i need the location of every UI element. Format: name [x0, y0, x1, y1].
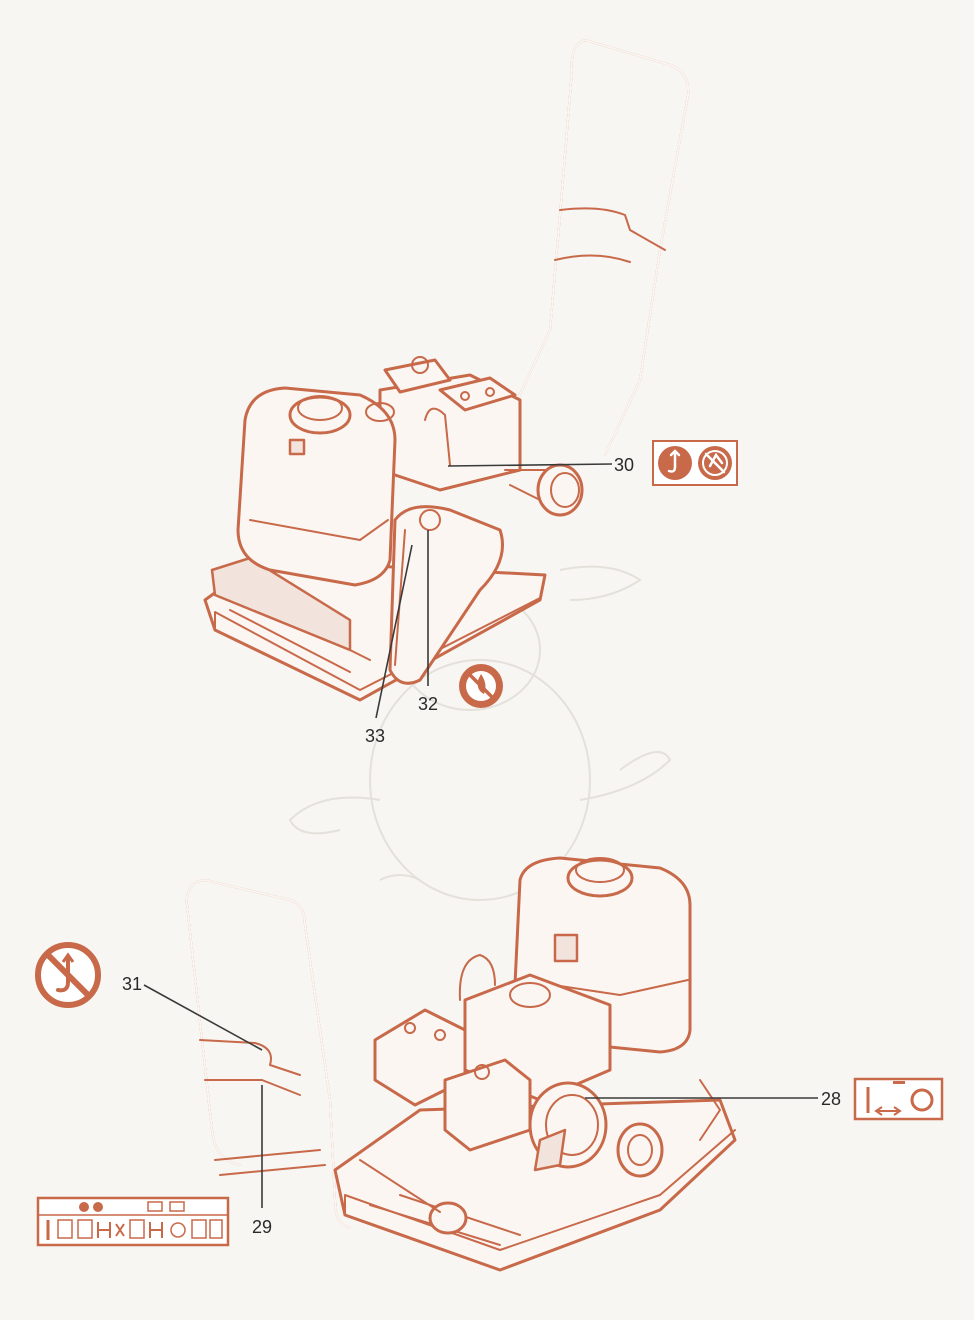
- callout-29: 29: [252, 1217, 272, 1237]
- callout-30: 30: [614, 455, 634, 475]
- sign-30: [652, 440, 738, 486]
- callout-32: 32: [418, 694, 438, 714]
- operation-instructions-label-icon: [36, 1196, 230, 1247]
- sign-31: [35, 942, 101, 1008]
- callout-28: 28: [821, 1089, 841, 1109]
- top-plate-compactor: [203, 39, 690, 702]
- label-28: [853, 1077, 944, 1121]
- label-29: [36, 1196, 230, 1247]
- callout-31: 31: [122, 974, 142, 994]
- bottom-plate-compactor: [185, 856, 737, 1272]
- sign-32: [459, 664, 503, 708]
- callout-33: 33: [365, 726, 385, 746]
